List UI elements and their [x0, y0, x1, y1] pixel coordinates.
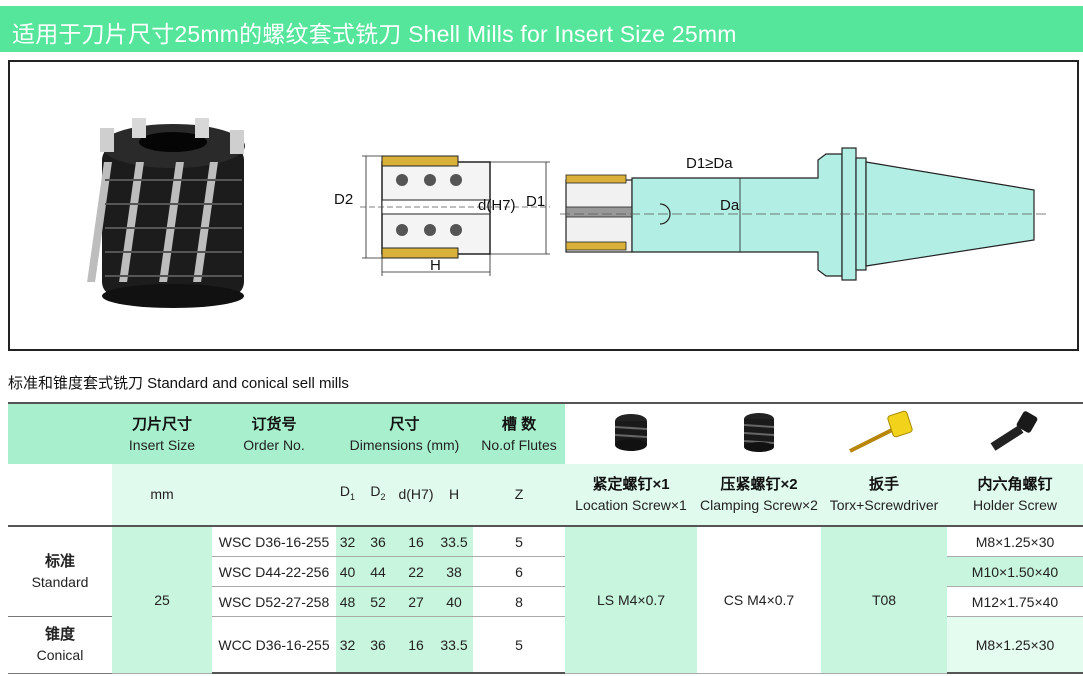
title-bar: 适用于刀片尺寸25mm的螺纹套式铣刀 Shell Mills for Inser… [0, 6, 1083, 52]
section-subtitle: 标准和锥度套式铣刀 Standard and conical sell mill… [8, 375, 349, 392]
clamping-screw-value: CS M4×0.7 [697, 526, 821, 674]
table-row: WSC D52-27-258 48 52 27 40 8 M12×1.75×40 [8, 586, 1083, 617]
technical-drawing: D2 d(H7) D1 H D1≥Da Da [87, 118, 1050, 308]
product-figure: D2 d(H7) D1 H D1≥Da Da [8, 60, 1079, 351]
col-dh7: d(H7) [397, 464, 435, 527]
label-d1: D1 [526, 193, 545, 210]
label-h: H [430, 257, 441, 274]
cross-section-drawing: D2 d(H7) D1 H [334, 155, 550, 276]
page-title: 适用于刀片尺寸25mm的螺纹套式铣刀 Shell Mills for Inser… [12, 21, 737, 47]
col-d2: D2 [359, 464, 397, 527]
torx-value: T08 [821, 526, 947, 674]
location-screw-value: LS M4×0.7 [565, 526, 697, 674]
insert-size-value: 25 [112, 526, 212, 674]
unit-mm: mm [112, 464, 212, 527]
torx-screwdriver-image [821, 402, 947, 464]
clamping-screw-icon [743, 412, 775, 452]
holder-screw-image [947, 402, 1083, 464]
label-d1-ge-da: D1≥Da [686, 155, 733, 172]
arbor-drawing: D1≥Da Da [560, 147, 1050, 281]
clamping-screw-image [697, 402, 821, 464]
col-h: H [435, 464, 473, 527]
holder-screw-icon [990, 410, 1038, 451]
shell-mill-photo [87, 118, 245, 308]
label-d2: D2 [334, 191, 353, 208]
label-dh7: d(H7) [478, 197, 516, 214]
location-screw-image [565, 402, 697, 464]
col-d1: D1 [336, 464, 359, 527]
label-da: Da [720, 197, 740, 214]
table-row: WSC D44-22-256 40 44 22 38 6 M10×1.50×40 [8, 556, 1083, 587]
col-z: Z [473, 464, 565, 527]
screwdriver-icon [849, 410, 913, 453]
location-screw-icon [614, 413, 648, 451]
